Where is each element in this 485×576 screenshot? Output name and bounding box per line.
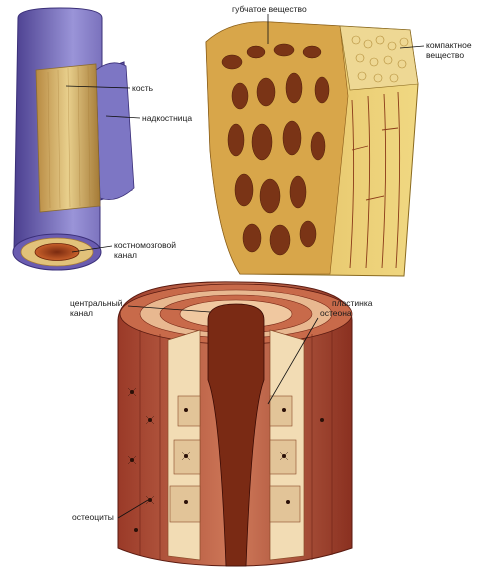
marrow-canal-leader-line (71, 245, 113, 253)
label-marrow-canal-line1: костномозговой (114, 240, 176, 250)
lamella-leader-line (267, 317, 319, 405)
label-bone: кость (132, 83, 154, 93)
long-bone-illustration (12, 7, 135, 271)
label-central-canal-line2: канал (70, 308, 93, 318)
bone-leader-line (65, 85, 131, 89)
label-osteocytes: остеоциты (72, 512, 114, 522)
label-central-canal-line1: центральный (70, 298, 123, 308)
label-marrow-canal-line2: канал (114, 250, 137, 260)
periosteum-leader-line (105, 115, 141, 119)
label-compact-line1: компактное (426, 40, 472, 50)
label-periosteum: надкостница (142, 113, 192, 123)
label-lamella-line2: остеона (320, 308, 352, 318)
osteocytes-leader-line (117, 499, 149, 519)
central-canal-leader-line (127, 305, 211, 313)
label-compact-line2: вещество (426, 50, 464, 60)
label-lamella-line1: пластинка (332, 298, 373, 308)
compact-leader-line (399, 45, 425, 49)
osteon-illustration (117, 281, 353, 567)
bone-tissue-block-illustration (205, 21, 419, 277)
spongy-trabeculae (221, 43, 330, 256)
label-spongy-substance: губчатое вещество (232, 4, 307, 14)
